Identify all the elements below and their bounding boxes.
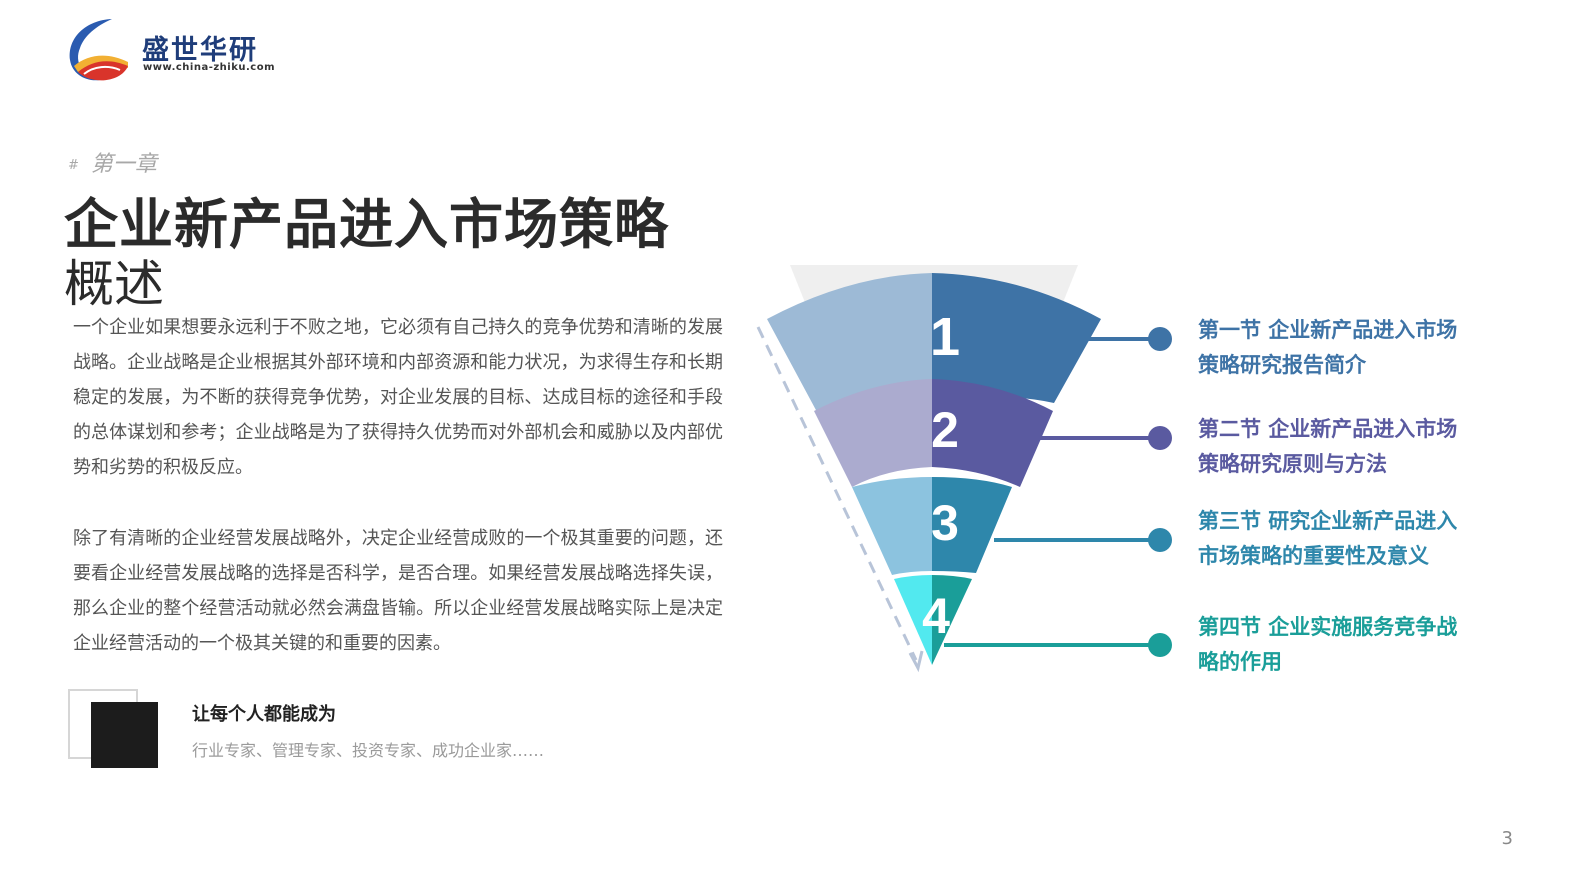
funnel-dashed-arrow [756,326,918,661]
page-title-line-2: 概述 [64,255,164,313]
funnel-level-3-right [932,477,1012,573]
section-label-4: 第四节 企业实施服务竞争战略的作用 [1198,615,1458,674]
funnel-number-4: 4 [922,588,950,644]
section-label-1: 第一节 企业新产品进入市场策略研究报告简介 [1198,318,1458,377]
motto-decor-filled-square [91,702,158,768]
funnel-level-3-left [852,477,932,575]
section-label-2: 第二节 企业新产品进入市场策略研究原则与方法 [1198,417,1458,476]
funnel-level-4-left [894,575,932,665]
motto-subtitle: 行业专家、管理专家、投资专家、成功企业家…… [192,741,545,760]
funnel-level-2-right [932,379,1053,487]
body-paragraph-1: 一个企业如果想要永远利于不败之地，它必须有自己持久的竞争优势和清晰的发展战略。企… [73,317,723,478]
connector-dot-2 [1148,426,1172,450]
funnel-level-2-left [814,379,932,487]
chapter-label: # 第一章 [68,146,157,178]
logo-website-url: www.china-zhiku.com [143,62,276,73]
funnel-arrow-head-icon [908,650,924,673]
book-swirl-logo-icon [69,19,128,81]
connector-dot-3 [1148,528,1172,552]
logo-company-name: 盛世华研 [142,35,258,66]
funnel-level-4-right [932,575,972,665]
connector-dot-1 [1148,327,1172,351]
page-title-line-1: 企业新产品进入市场策略 [64,193,669,256]
body-paragraph-2: 除了有清晰的企业经营发展战略外，决定企业经营成败的一个极其重要的问题，还要看企业… [73,528,723,654]
section-label-3: 第三节 研究企业新产品进入市场策略的重要性及意义 [1198,509,1458,568]
funnel-number-3: 3 [931,495,959,551]
company-logo: 盛世华研 www.china-zhiku.com [64,16,304,86]
chapter-text: 第一章 [90,152,157,177]
funnel-number-2: 2 [931,402,959,458]
chapter-hash-mark: # [68,157,79,173]
motto-title: 让每个人都能成为 [192,704,336,725]
connector-dot-4 [1148,633,1172,657]
funnel-number-1: 1 [930,307,960,367]
funnel-level-1-right [932,273,1101,403]
funnel-diagram: 1 2 3 4 [756,265,1172,673]
page-number: 3 [1501,828,1513,849]
